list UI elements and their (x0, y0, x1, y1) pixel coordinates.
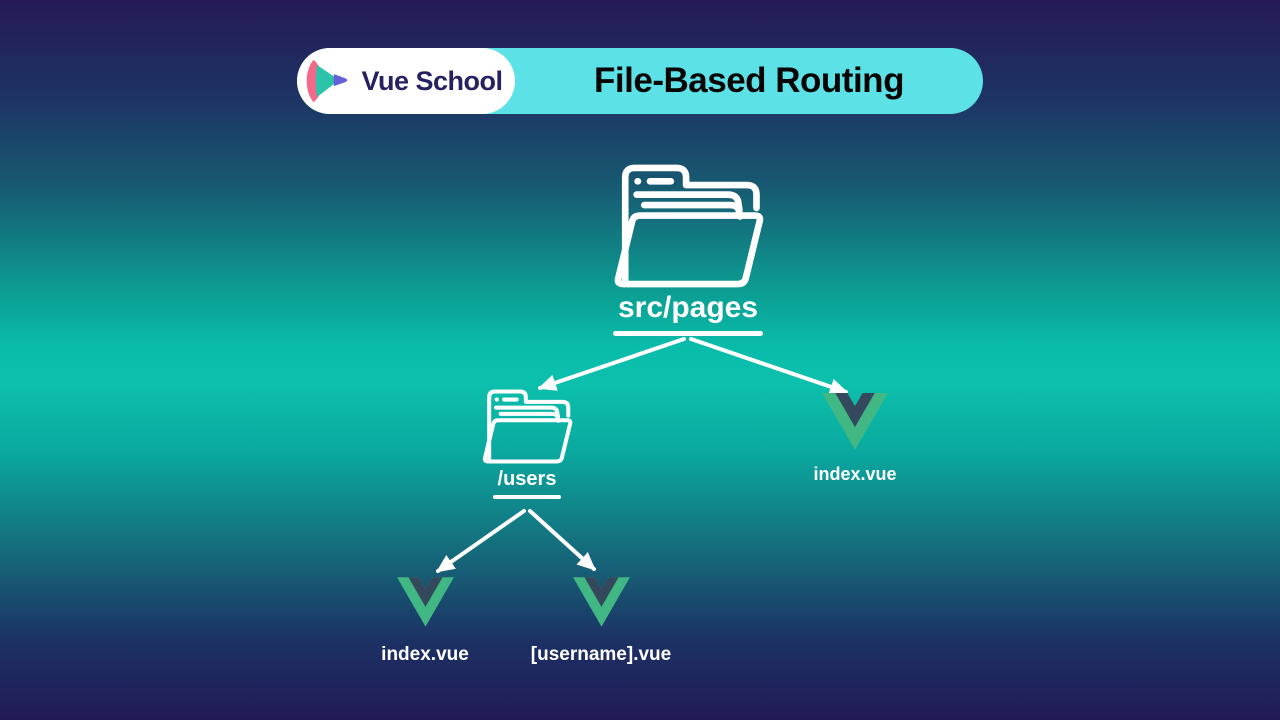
users-underline (493, 495, 561, 499)
vue-school-logo-icon (305, 59, 351, 103)
node-index-vue-top: index.vue (775, 393, 935, 485)
arrow-root-to-index-icon (689, 337, 849, 395)
vue-logo-icon (397, 577, 454, 627)
src-pages-underline (613, 331, 763, 336)
page-title: File-Based Routing (594, 61, 904, 100)
open-folder-icon (480, 388, 574, 465)
node-username-vue: [username].vue (521, 577, 681, 666)
brand-name: Vue School (361, 65, 503, 96)
node-src-pages: src/pages (588, 162, 788, 336)
file-label-username-vue: [username].vue (530, 644, 672, 665)
file-label-index-vue-top: index.vue (813, 464, 897, 484)
arrow-users-to-index-icon (436, 509, 526, 573)
file-label-index-vue-bottom: index.vue (381, 644, 469, 665)
open-folder-icon (610, 162, 766, 290)
arrow-root-to-users-icon (537, 337, 686, 391)
folder-label-users: /users (497, 468, 557, 490)
vue-logo-icon (573, 577, 630, 627)
node-users: /users (447, 388, 607, 499)
header-pill: Vue School File-Based Routing (297, 48, 983, 114)
vue-logo-icon (822, 393, 888, 450)
arrow-users-to-username-icon (528, 509, 596, 571)
folder-label-src-pages: src/pages (617, 291, 759, 324)
node-index-vue-bottom: index.vue (345, 577, 505, 666)
brand-badge: Vue School (297, 48, 515, 114)
